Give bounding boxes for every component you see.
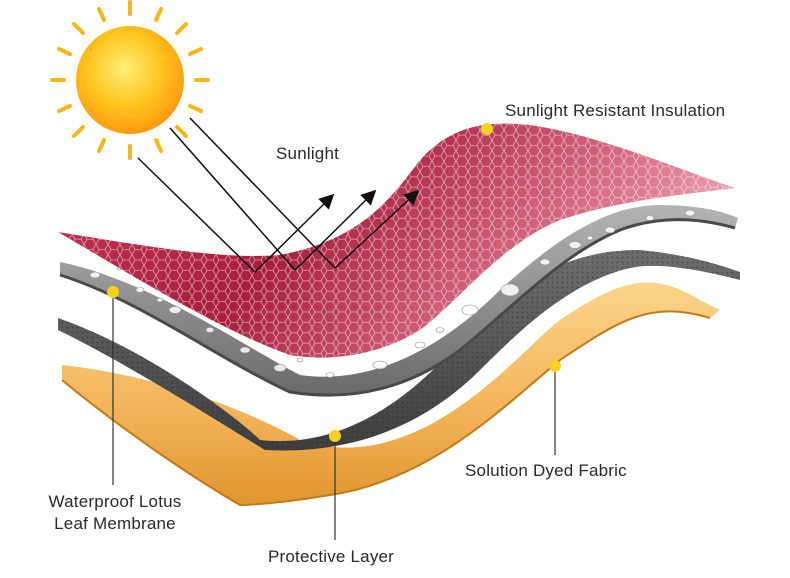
sunlight-resistant-insulation-sheet [58,123,735,358]
solution-dyed-fabric-label: Solution Dyed Fabric [465,461,627,480]
sunlight-arrow-icon [137,117,420,274]
water-droplet-icon [89,209,696,378]
protective-layer-label: Protective Layer [268,547,395,566]
waterproof-membrane-label-line2: Leaf Membrane [54,514,176,533]
sun-icon [50,0,210,160]
waterproof-membrane-label: Waterproof Lotus Leaf Membrane [30,491,200,535]
waterproof-membrane-label-line1: Waterproof Lotus [48,492,182,511]
solution-dyed-fabric-sheet [58,250,740,451]
marker-dot-fabric [549,360,561,372]
marker-dot-protective [329,430,341,442]
marker-dot-insulation [481,123,493,135]
protective-layer-sheet [61,282,720,507]
sunlight-resistant-insulation-label: Sunlight Resistant Insulation [505,101,726,120]
waterproof-membrane-sheet [59,205,738,397]
marker-dot-membrane [107,286,119,298]
sunlight-label: Sunlight [276,144,340,163]
